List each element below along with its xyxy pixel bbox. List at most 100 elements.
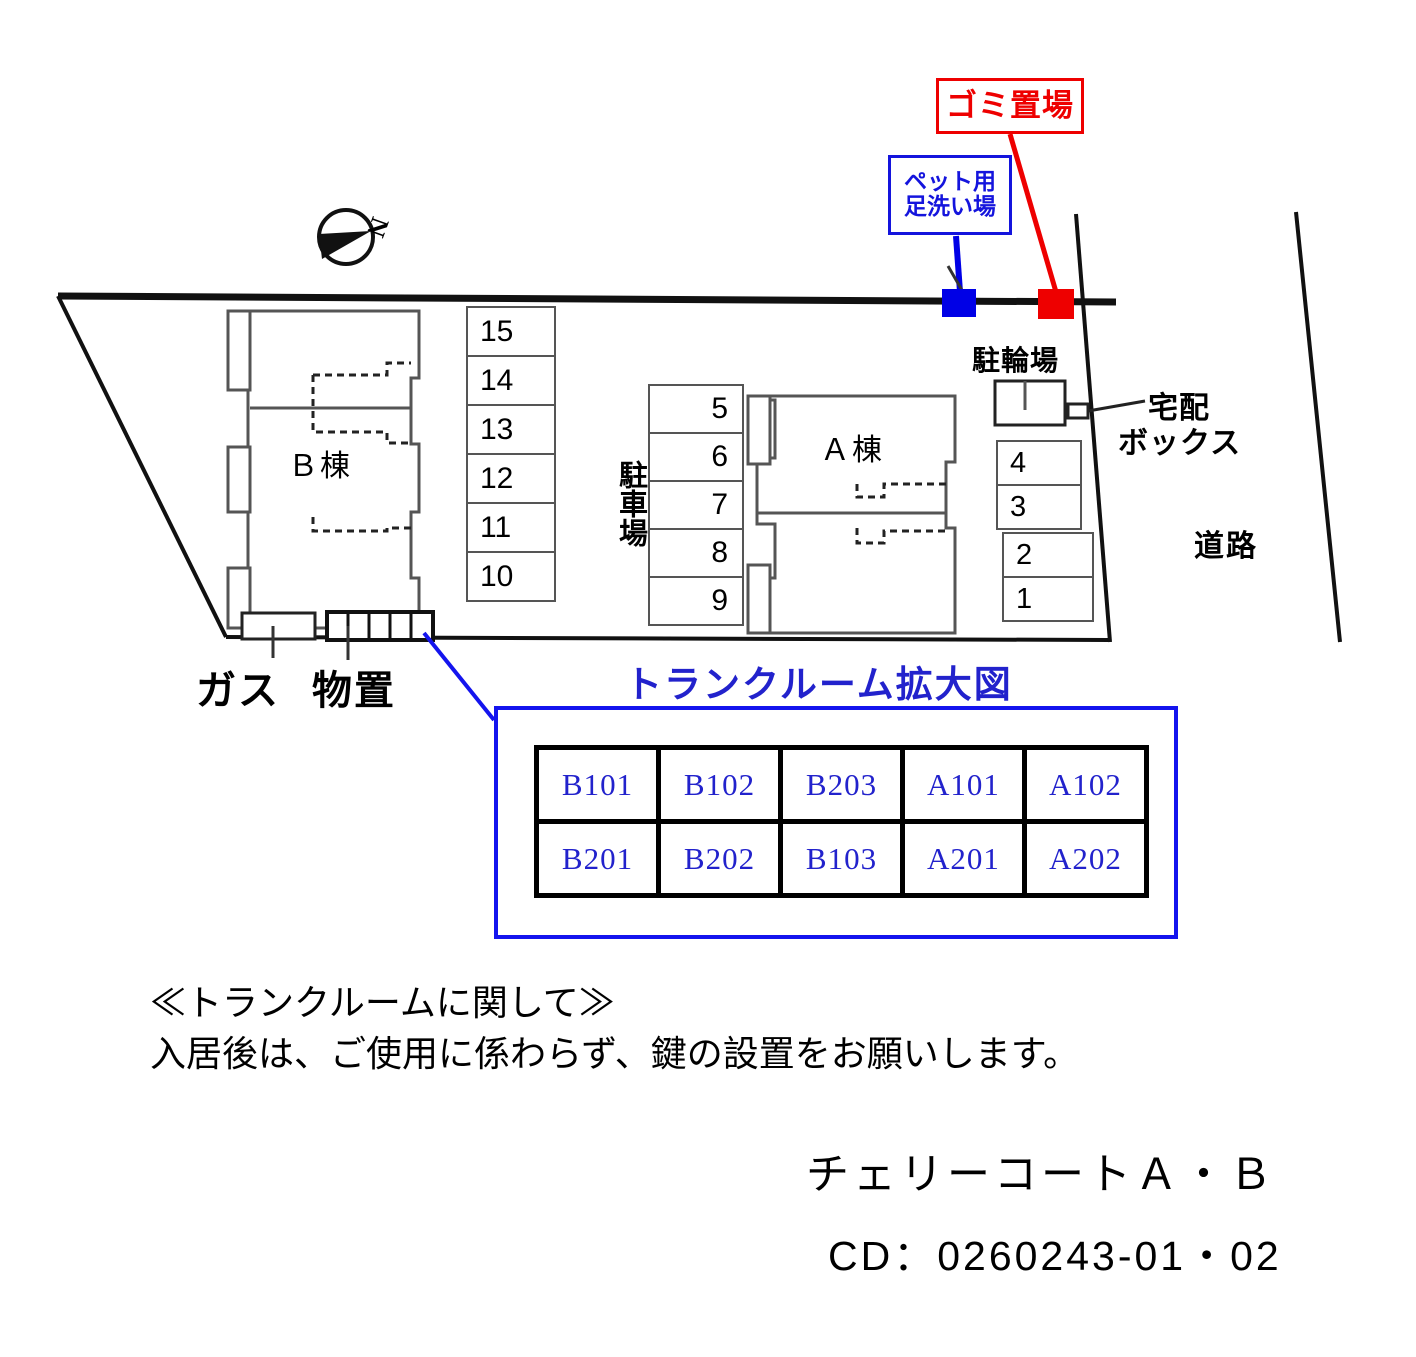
trunk-room-cell[interactable]: B101 xyxy=(539,750,656,819)
trunk-room-cell[interactable]: B203 xyxy=(783,750,900,819)
trunk-room-note: ≪トランクルームに関して≫ 入居後は、ご使用に係わらず、鍵の設置をお願いします。 xyxy=(150,983,1080,1075)
parking-stall[interactable]: 8 xyxy=(648,528,744,578)
road-label: 道路 xyxy=(1194,530,1258,563)
parking-stall-number: 12 xyxy=(480,461,514,495)
parking-stall-number: 1 xyxy=(1016,582,1033,615)
parking-column-center: 5 6 7 8 9 xyxy=(648,384,744,626)
parking-stall-number: 3 xyxy=(1010,490,1027,523)
parking-area-vertical-text: 駐車場 xyxy=(614,460,647,548)
parking-stall-number: 13 xyxy=(480,412,514,446)
trunk-room-cell[interactable]: A101 xyxy=(905,750,1022,819)
parking-stall[interactable]: 12 xyxy=(466,453,556,504)
parking-stall[interactable]: 5 xyxy=(648,384,744,434)
pet-wash-label-line1: ペット用 xyxy=(904,169,996,195)
parking-stall[interactable]: 3 xyxy=(996,484,1082,530)
trunk-room-diagram-title: トランクルーム拡大図 xyxy=(625,665,1013,706)
delivery-box-label-line1: 宅配 xyxy=(1148,392,1210,425)
trunk-room-cell-label: B202 xyxy=(683,840,756,876)
parking-column-left: 15 14 13 12 11 10 xyxy=(466,306,556,602)
parking-stall[interactable]: 10 xyxy=(466,551,556,602)
parking-stall-number: 4 xyxy=(1010,446,1027,479)
pet-wash-label-line2: 足洗い場 xyxy=(904,194,996,219)
delivery-box-icon xyxy=(1066,402,1090,420)
garbage-area-callout: ゴミ置場 xyxy=(936,78,1084,134)
trunk-room-cell[interactable]: B201 xyxy=(539,824,656,893)
parking-stall[interactable]: 11 xyxy=(466,502,556,553)
trunk-room-cell-label: B103 xyxy=(805,840,878,876)
parking-stall-number: 11 xyxy=(480,510,512,544)
parking-stall[interactable]: 7 xyxy=(648,480,744,530)
parking-stall[interactable]: 4 xyxy=(996,440,1082,486)
parking-stall[interactable]: 6 xyxy=(648,432,744,482)
a-building-bay-top xyxy=(746,394,772,466)
a-building-label: Ａ棟 xyxy=(820,434,884,467)
parking-stall-number: 6 xyxy=(711,440,728,473)
site-boundary-bottom xyxy=(225,635,1109,642)
parking-stall-number: 5 xyxy=(711,392,728,425)
b-building-bay-mid xyxy=(226,445,252,514)
pet-wash-marker xyxy=(942,289,976,317)
parking-area-vertical-label: 駐車場 xyxy=(586,430,646,584)
trunk-room-cell[interactable]: B102 xyxy=(661,750,778,819)
trunk-room-cell-label: A201 xyxy=(927,840,1000,876)
b-building-label: Ｂ棟 xyxy=(288,450,352,483)
storage-row xyxy=(325,610,435,642)
trunk-room-cell-label: A202 xyxy=(1049,840,1122,876)
a-building-dashed-upper xyxy=(855,482,946,499)
b-building-dashed-3 xyxy=(313,523,411,527)
bicycle-parking-box xyxy=(993,379,1067,427)
b-building-dashed-bot2 xyxy=(313,521,411,526)
trunk-room-cell[interactable]: B202 xyxy=(661,824,778,893)
delivery-box-leader xyxy=(1087,399,1146,413)
trunk-room-cell[interactable]: A102 xyxy=(1027,750,1144,819)
trunk-room-cell-label: A102 xyxy=(1049,766,1122,802)
property-name: チェリーコートＡ・Ｂ xyxy=(806,1151,1276,1199)
parking-stall[interactable]: 2 xyxy=(1002,532,1094,578)
gas-label: ガス xyxy=(196,668,280,713)
b-building-bay-bot xyxy=(226,566,252,630)
trunk-room-cell[interactable]: A202 xyxy=(1027,824,1144,893)
trunk-room-cell-label: B101 xyxy=(561,766,634,802)
trunk-room-cell-label: B201 xyxy=(561,840,634,876)
compass-north-letter: N xyxy=(361,213,395,241)
parking-column-right-upper: 4 3 xyxy=(996,440,1082,530)
b-building-bay-top xyxy=(226,309,252,392)
bicycle-parking-label: 駐輪場 xyxy=(972,346,1060,377)
delivery-box-label-line2: ボックス xyxy=(1118,427,1242,460)
b-building-dashed-upper xyxy=(313,361,411,377)
trunkroom-leader-line xyxy=(422,631,496,722)
garbage-area-marker xyxy=(1038,289,1074,319)
trunk-room-cell[interactable]: A201 xyxy=(905,824,1022,893)
parking-stall-number: 14 xyxy=(480,363,514,397)
parking-stall-number: 10 xyxy=(480,559,514,593)
parking-stall[interactable]: 9 xyxy=(648,576,744,626)
parking-stall-number: 2 xyxy=(1016,538,1033,571)
b-building-dashed-row3 xyxy=(313,521,411,530)
a-building-dashed-lower xyxy=(855,528,946,545)
parking-stall-number: 7 xyxy=(711,488,728,521)
trunk-room-cell-label: A101 xyxy=(927,766,1000,802)
b-building-dashed-lower xyxy=(311,375,411,445)
pet-callout-leader xyxy=(953,235,963,293)
storage-label: 物置 xyxy=(312,668,396,713)
site-boundary-left xyxy=(56,295,228,638)
parking-stall[interactable]: 1 xyxy=(1002,576,1094,622)
parking-stall-number: 15 xyxy=(480,314,514,348)
a-building-bay-bot xyxy=(746,563,772,635)
trunk-room-cell[interactable]: B103 xyxy=(783,824,900,893)
trunk-room-cell-label: B203 xyxy=(805,766,878,802)
gas-box xyxy=(240,611,317,641)
parking-stall[interactable]: 14 xyxy=(466,355,556,406)
pet-wash-callout: ペット用 足洗い場 xyxy=(888,155,1012,235)
trunk-room-cell-label: B102 xyxy=(683,766,756,802)
parking-stall-number: 8 xyxy=(711,536,728,569)
parking-stall[interactable]: 15 xyxy=(466,306,556,357)
trunk-room-grid: B101 B102 B203 A101 A102 B201 B202 B103 … xyxy=(534,745,1149,898)
compass-needle xyxy=(319,231,371,259)
garbage-callout-leader xyxy=(1007,133,1059,293)
parking-stall[interactable]: 13 xyxy=(466,404,556,455)
property-code: CD：0260243-01・02 xyxy=(828,1233,1282,1279)
parking-column-right-lower: 2 1 xyxy=(1002,532,1094,622)
garbage-area-label: ゴミ置場 xyxy=(946,88,1074,124)
